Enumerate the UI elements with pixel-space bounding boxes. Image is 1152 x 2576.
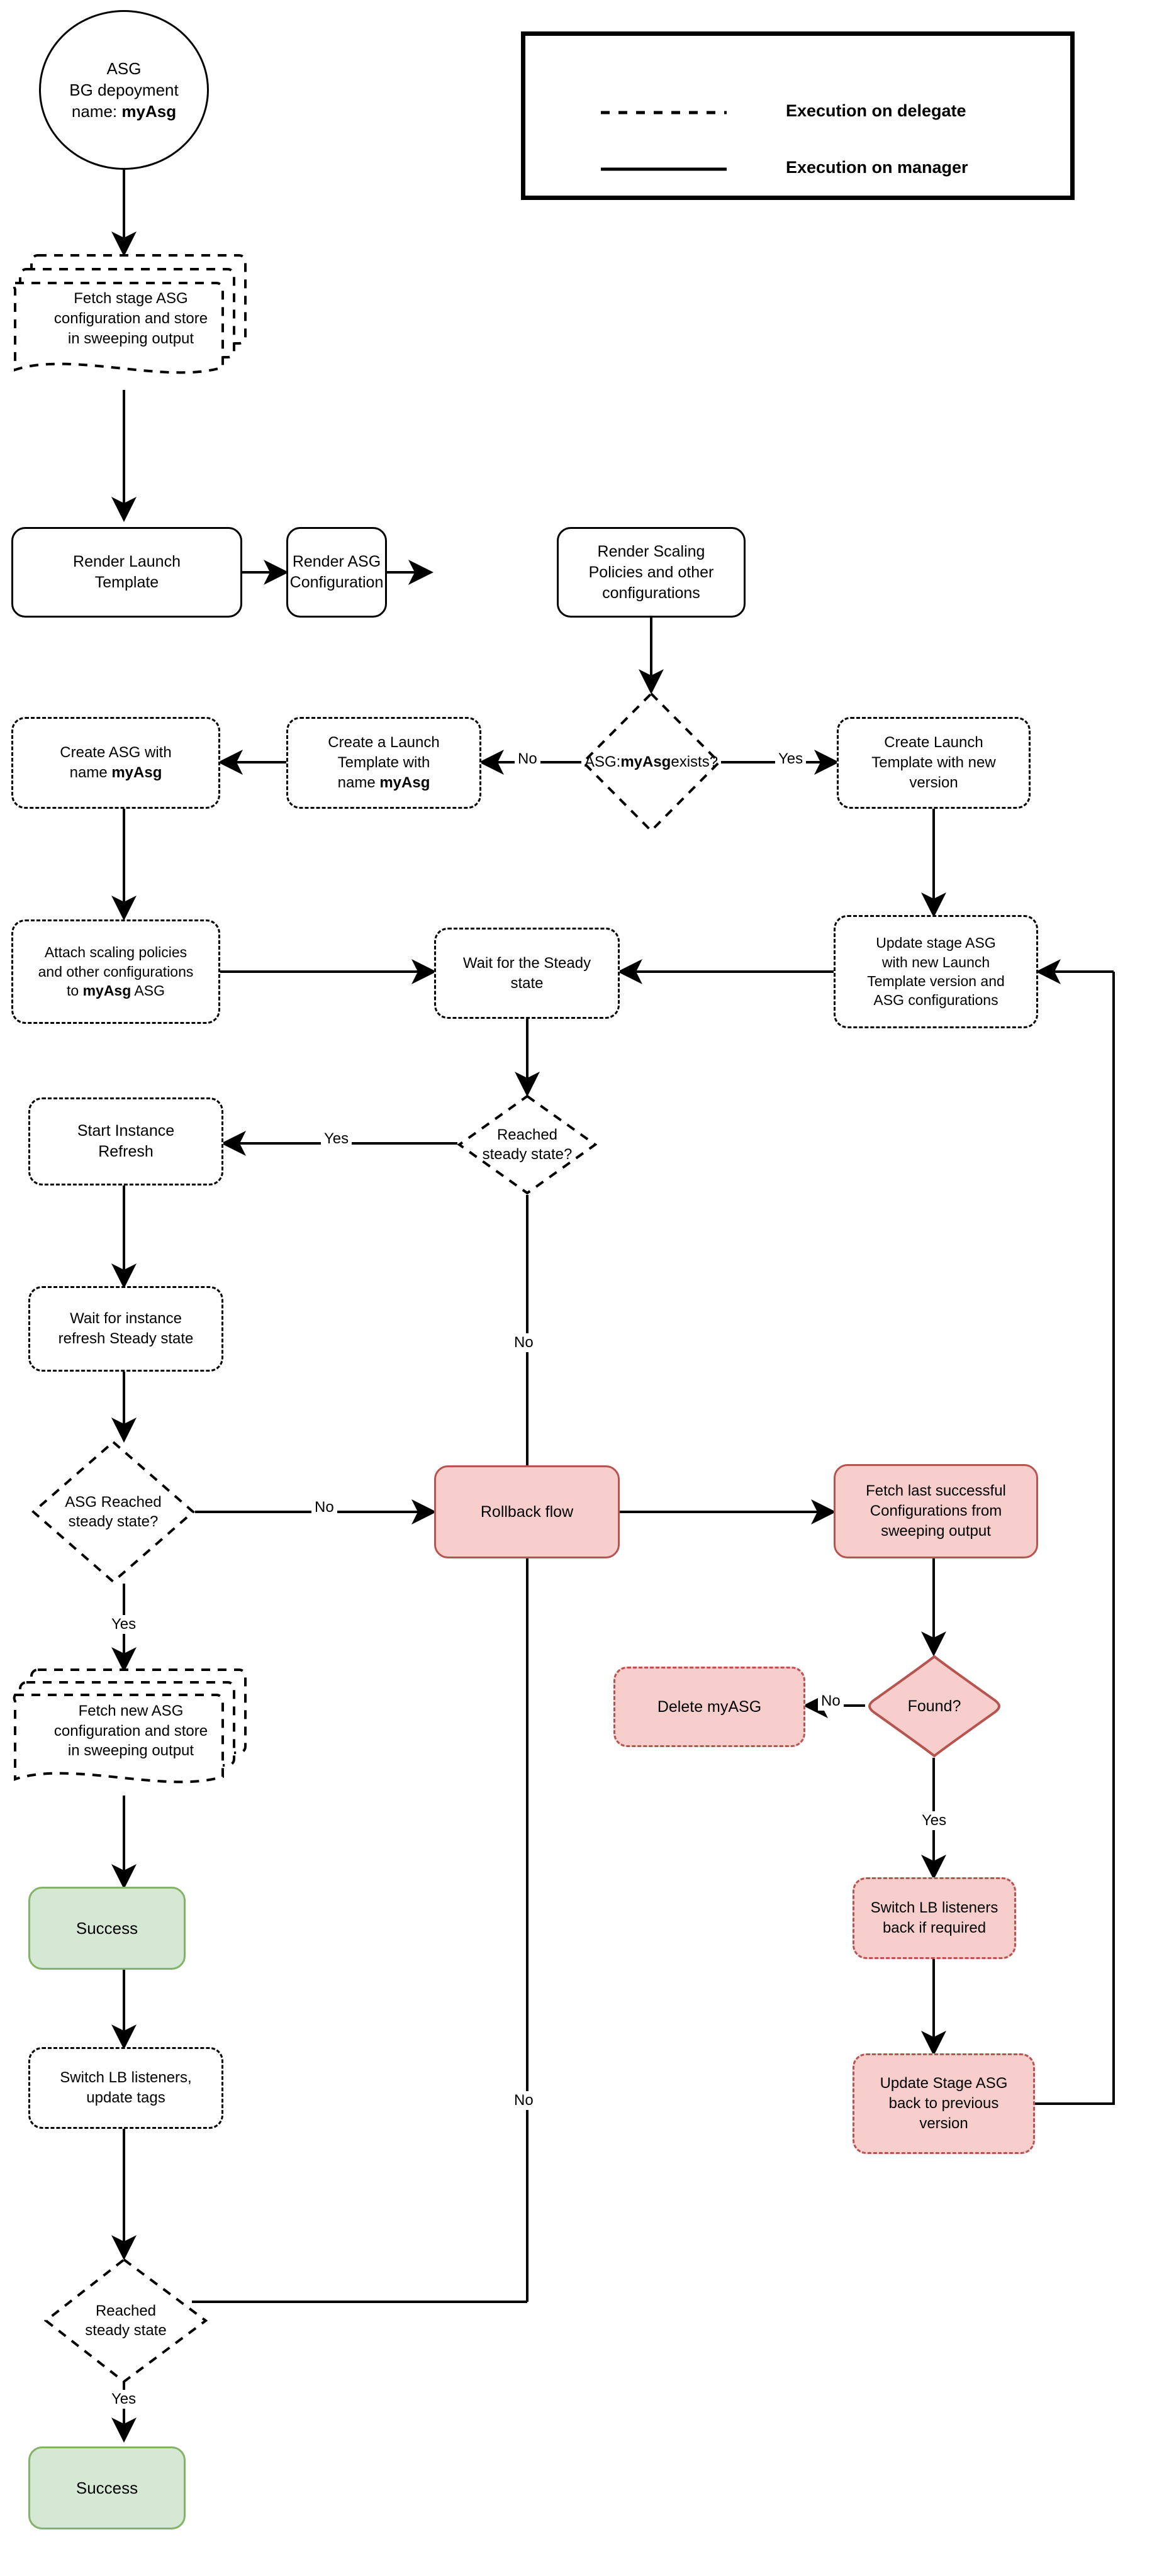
node-switch-lb-update-tags-label: Switch LB listeners, update tags	[60, 2069, 192, 2106]
node-update-stage-asg-label: Update stage ASG with new Launch Templat…	[867, 935, 1005, 1009]
node-start-instance-refresh[interactable]: Start Instance Refresh	[28, 1097, 223, 1185]
edge-label-yes-bottom: Yes	[108, 2390, 140, 2409]
node-delete-myasg-label: Delete myASG	[657, 1697, 762, 1716]
node-wait-steady-state[interactable]: Wait for the Steady state	[434, 928, 620, 1019]
node-switch-lb-back[interactable]: Switch LB listeners back if required	[853, 1877, 1016, 1959]
node-wait-instance-refresh-label: Wait for instance refresh Steady state	[58, 1310, 194, 1347]
legend-label-manager: Execution on manager	[786, 158, 968, 177]
edge-label-yes-reached-steady: Yes	[321, 1130, 352, 1148]
node-wait-instance-refresh[interactable]: Wait for instance refresh Steady state	[28, 1286, 223, 1372]
node-fetch-stage-config-label: Fetch stage ASG configuration and store …	[53, 290, 208, 347]
node-update-stage-asg-back-label: Update Stage ASG back to previous versio…	[880, 2075, 1008, 2132]
node-fetch-new-asg-config[interactable]: Fetch new ASG configuration and store in…	[11, 1663, 250, 1799]
node-fetch-new-asg-config-label: Fetch new ASG configuration and store in…	[53, 1702, 208, 1760]
edge-label-no-asg-exists: No	[515, 750, 540, 769]
node-render-launch-template-label: Render Launch Template	[73, 553, 181, 591]
edge-label-no-asg-reached: No	[311, 1498, 337, 1517]
node-reached-steady-decision[interactable]: Reached steady state?	[457, 1094, 597, 1195]
node-asg-reached-steady-decision[interactable]: ASG Reached steady state?	[31, 1440, 195, 1584]
node-found-decision-label: Found?	[907, 1697, 961, 1715]
node-switch-lb-update-tags[interactable]: Switch LB listeners, update tags	[28, 2047, 223, 2129]
node-rollback-flow[interactable]: Rollback flow	[434, 1465, 620, 1558]
node-success-1-label: Success	[75, 1918, 138, 1938]
edge-label-no-found: No	[818, 1692, 844, 1711]
node-fetch-last-successful[interactable]: Fetch last successful Configurations fro…	[834, 1464, 1038, 1558]
node-success-2[interactable]: Success	[28, 2446, 186, 2529]
edge-label-yes-asg-reached: Yes	[108, 1615, 140, 1634]
node-delete-myasg[interactable]: Delete myASG	[613, 1667, 805, 1747]
node-success-2-label: Success	[75, 2478, 138, 2497]
edge-label-yes-found: Yes	[919, 1811, 950, 1830]
node-update-stage-asg-back[interactable]: Update Stage ASG back to previous versio…	[853, 2053, 1035, 2154]
node-found-decision[interactable]: Found?	[865, 1653, 1004, 1760]
node-render-asg-configuration-label: Render ASG Configuration	[289, 553, 384, 591]
node-reached-steady-decision-label: Reached steady state?	[482, 1126, 573, 1163]
node-reached-steady-decision-2-label: Reached steady state	[85, 2302, 167, 2339]
node-render-scaling-policies[interactable]: Render Scaling Policies and other config…	[557, 527, 746, 618]
node-create-launch-template-new-label: Create Launch Template with new version	[871, 734, 996, 791]
node-switch-lb-back-label: Switch LB listeners back if required	[870, 1899, 998, 1936]
node-asg-reached-steady-decision-label: ASG Reached steady state?	[65, 1493, 162, 1530]
node-success-1[interactable]: Success	[28, 1887, 186, 1970]
node-render-launch-template[interactable]: Render Launch Template	[11, 527, 242, 618]
edge-label-yes-asg-exists: Yes	[775, 750, 807, 769]
legend-box: Execution on delegate Execution on manag…	[521, 31, 1075, 200]
node-render-scaling-policies-label: Render Scaling Policies and other config…	[588, 542, 714, 602]
node-asg-exists-decision-label: ASG:myAsg exists?	[584, 753, 719, 771]
node-reached-steady-decision-2[interactable]: Reached steady state	[44, 2258, 208, 2384]
node-start-instance-refresh-label: Start Instance Refresh	[77, 1122, 175, 1160]
node-fetch-last-successful-label: Fetch last successful Configurations fro…	[866, 1482, 1006, 1540]
node-render-asg-configuration[interactable]: Render ASG Configuration	[286, 527, 387, 618]
edge-label-no-bottom-loop: No	[511, 2091, 537, 2110]
node-create-launch-template-new[interactable]: Create Launch Template with new version	[837, 717, 1031, 809]
legend-label-delegate: Execution on delegate	[786, 101, 966, 120]
legend-line-samples	[601, 111, 727, 171]
node-rollback-flow-label: Rollback flow	[480, 1502, 574, 1521]
node-update-stage-asg[interactable]: Update stage ASG with new Launch Templat…	[834, 915, 1038, 1028]
node-wait-steady-state-label: Wait for the Steady state	[462, 954, 591, 992]
node-fetch-stage-config[interactable]: Fetch stage ASG configuration and store …	[11, 247, 250, 391]
edge-label-no-reached-steady: No	[511, 1333, 537, 1352]
node-asg-exists-decision[interactable]: ASG:myAsg exists?	[581, 692, 721, 833]
